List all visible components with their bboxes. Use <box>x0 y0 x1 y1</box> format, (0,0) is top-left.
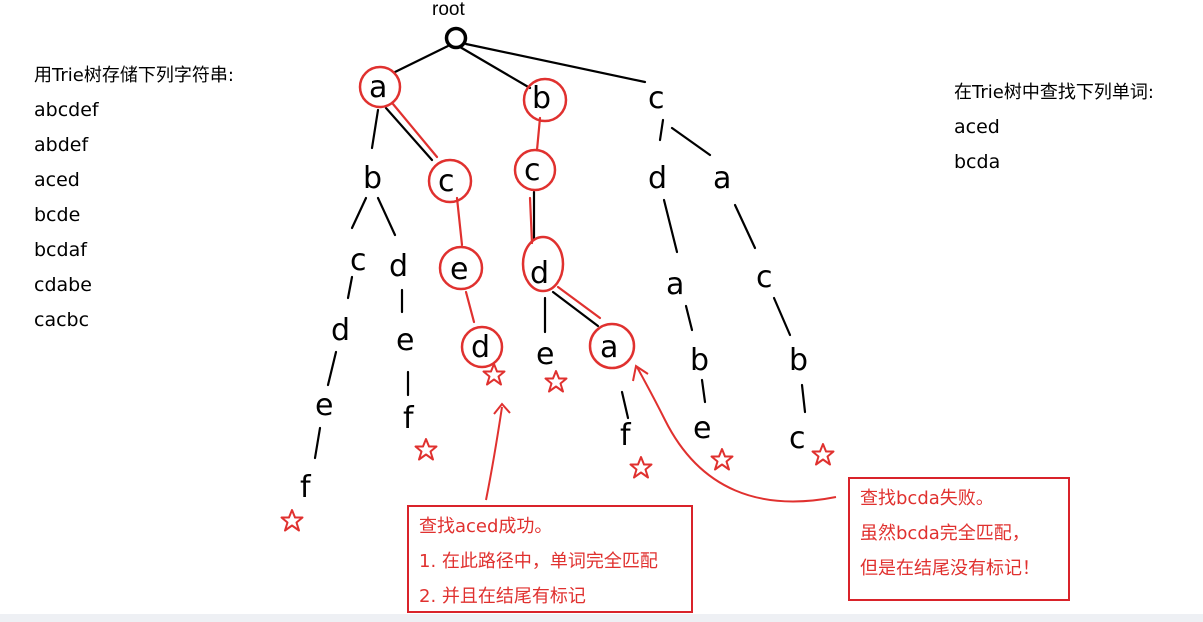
node-cdab: b <box>690 343 709 378</box>
end-marker-star-icon <box>482 363 506 386</box>
bottom-strip <box>0 614 1203 622</box>
success-callout-title: 查找aced成功。 <box>419 516 553 537</box>
fail-arrow-head <box>632 364 649 382</box>
end-marker-star-icon <box>414 438 438 461</box>
edge-abcde-f <box>313 426 322 460</box>
node-bcd: d <box>530 256 549 291</box>
stored-word: bcde <box>34 204 81 226</box>
edge-a-b <box>370 108 380 150</box>
edge-c-a <box>670 126 712 157</box>
node-c: c <box>648 81 665 116</box>
success-callout-line: 1. 在此路径中，单词完全匹配 <box>419 551 658 572</box>
fail-arrow <box>636 366 837 503</box>
node-cda: a <box>666 267 684 302</box>
edge-ac-e-path <box>455 196 464 247</box>
end-marker-star-icon <box>629 456 653 479</box>
stored-word: cdabe <box>34 274 92 296</box>
stored-word: abcdef <box>34 99 99 121</box>
search-words-panel: 在Trie树中查找下列单词: aced bcda <box>954 75 1154 180</box>
success-callout: 查找aced成功。 1. 在此路径中，单词完全匹配 2. 并且在结尾有标记 <box>407 505 693 613</box>
edge-abc-d <box>346 275 354 300</box>
edge-root-b <box>458 45 532 90</box>
node-cd: d <box>648 161 667 196</box>
end-marker-star-icon <box>280 509 304 532</box>
end-marker-star-icon <box>544 370 568 393</box>
node-cacbc: c <box>789 421 806 456</box>
edge-ca-c <box>733 203 757 250</box>
edge-root-c <box>464 42 647 84</box>
edge-bcda-f <box>620 390 630 420</box>
node-abcdef: f <box>300 470 312 505</box>
edge-root-a <box>393 44 450 74</box>
edge-cda-b <box>684 304 694 332</box>
node-aced: d <box>471 330 490 365</box>
node-bcde: e <box>536 337 554 372</box>
success-callout-line: 2. 并且在结尾有标记 <box>419 586 586 607</box>
edge-b-c-path <box>535 116 542 152</box>
highlight-ace <box>438 245 484 291</box>
edge-a-c-path <box>391 102 439 159</box>
node-ace: e <box>450 252 468 287</box>
highlight-b <box>522 77 568 123</box>
fail-callout-line: 但是在结尾没有标记！ <box>860 558 1040 579</box>
stored-words-panel: 用Trie树存储下列字符串: abcdef abdef aced bcde bc… <box>34 58 234 338</box>
node-abd: d <box>389 249 408 284</box>
edge-bcd-a <box>551 290 600 328</box>
fail-callout-line: 虽然bcda完全匹配， <box>860 523 1030 544</box>
edge-ace-d-path <box>464 290 476 324</box>
edge-cd-a <box>662 198 679 254</box>
stored-words-title: 用Trie树存储下列字符串: <box>34 65 234 86</box>
node-bcdaf: f <box>620 418 632 453</box>
end-marker-star-icon <box>710 448 734 471</box>
node-cdabe: e <box>693 411 711 446</box>
search-word: aced <box>954 116 1000 138</box>
highlight-bcd <box>521 235 565 293</box>
fail-callout: 查找bcda失败。 虽然bcda完全匹配， 但是在结尾没有标记！ <box>848 477 1070 601</box>
edge-cac-b <box>772 296 792 337</box>
highlight-ac <box>427 158 473 204</box>
node-abcde: e <box>315 388 333 423</box>
highlight-aced <box>460 325 504 369</box>
stored-word: cacbc <box>34 309 90 331</box>
node-ac: c <box>438 164 455 199</box>
edge-bc-d-path <box>528 196 534 245</box>
stored-word: aced <box>34 169 80 191</box>
edge-c-d <box>658 118 665 142</box>
node-cacb: b <box>789 343 808 378</box>
edge-ab-d <box>376 196 397 237</box>
stored-word: bcdaf <box>34 239 87 261</box>
search-word: bcda <box>954 151 1001 173</box>
stored-word: abdef <box>34 134 89 156</box>
node-b: b <box>532 81 551 116</box>
fail-callout-title: 查找bcda失败。 <box>860 488 994 509</box>
node-bcda: a <box>600 330 618 365</box>
node-bc: c <box>524 153 541 188</box>
node-abdef: f <box>403 401 415 436</box>
edge-cacb-c <box>800 383 807 414</box>
edge-a-c <box>384 106 434 162</box>
highlight-bcda <box>588 322 636 370</box>
node-cac: c <box>756 260 773 295</box>
success-arrow-head <box>493 402 511 415</box>
edge-bcd-a-path <box>556 285 602 320</box>
node-abde: e <box>396 323 414 358</box>
root-node <box>444 26 468 50</box>
edge-cdab-e <box>700 378 707 404</box>
search-words-title: 在Trie树中查找下列单词: <box>954 82 1154 103</box>
root-label: root <box>432 0 465 20</box>
node-ca: a <box>713 161 731 196</box>
edge-ab-c <box>350 196 368 230</box>
node-ab: b <box>363 161 382 196</box>
node-abc: c <box>350 243 367 278</box>
edge-abcd-e <box>326 350 338 387</box>
node-a: a <box>369 70 387 105</box>
end-marker-star-icon <box>811 443 835 466</box>
node-abcd: d <box>331 313 350 348</box>
highlight-bc <box>513 148 557 192</box>
highlight-a <box>358 65 402 109</box>
success-arrow <box>485 406 503 501</box>
